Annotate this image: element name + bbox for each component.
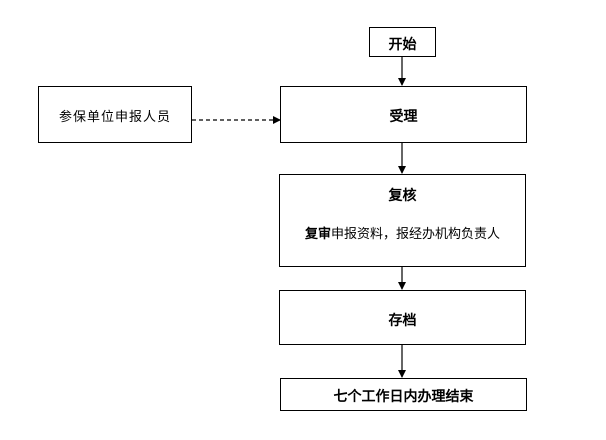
- applicant-node: 参保单位申报人员: [38, 86, 192, 143]
- applicant-label: 参保单位申报人员: [58, 110, 171, 125]
- start-node: 开始: [369, 27, 436, 57]
- end-label: 七个工作日内办理结束: [333, 389, 474, 405]
- accept-label: 受理: [389, 109, 418, 125]
- review-desc-bold: 复审: [304, 227, 331, 242]
- archive-node: 存档: [279, 290, 526, 345]
- review-title: 复核: [388, 188, 417, 204]
- accept-node: 受理: [280, 86, 527, 143]
- review-desc-rest: 申报资料，报经办机构负责人: [331, 227, 501, 242]
- archive-label: 存档: [388, 313, 417, 329]
- review-node: 复核 复审申报资料，报经办机构负责人: [279, 174, 526, 267]
- end-node: 七个工作日内办理结束: [280, 378, 527, 411]
- review-description: 复审申报资料，报经办机构负责人: [280, 223, 525, 242]
- start-label: 开始: [388, 37, 417, 53]
